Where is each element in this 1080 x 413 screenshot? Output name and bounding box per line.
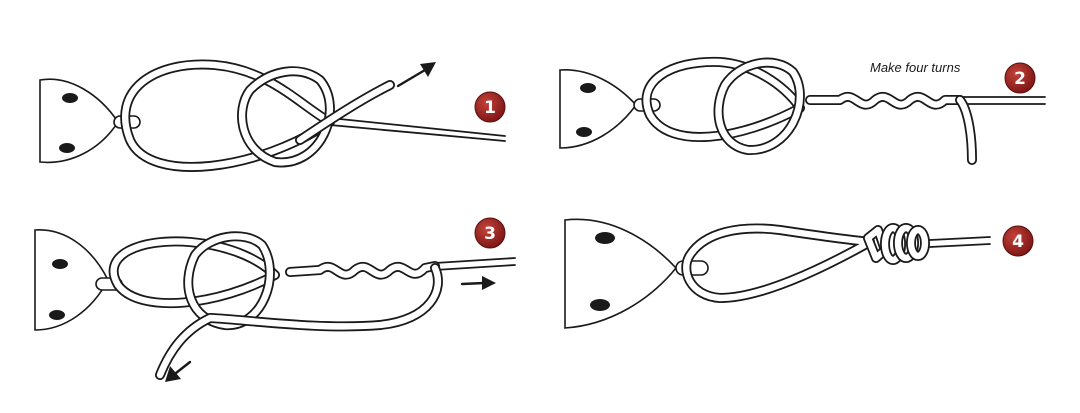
step-4-number: 4 xyxy=(1012,232,1024,252)
lure-body xyxy=(39,78,119,164)
lure-screw xyxy=(580,83,596,93)
fishing-line xyxy=(434,257,516,264)
pull-arrow xyxy=(396,68,427,88)
pull-arrow xyxy=(460,281,486,286)
step-1-badge: 1 xyxy=(474,91,506,123)
fishing-line xyxy=(434,264,516,271)
lure-screw xyxy=(49,310,65,320)
step-3-number: 3 xyxy=(484,224,496,244)
fishing-line xyxy=(329,117,506,137)
lure-screw xyxy=(595,232,615,244)
pull-arrow xyxy=(174,360,192,375)
step-2-caption: Make four turns xyxy=(870,60,961,75)
step-1-panel: 1 xyxy=(39,59,506,172)
step-3-panel: 3 xyxy=(34,217,516,382)
fishing-line xyxy=(329,124,506,142)
lure-screw xyxy=(59,143,75,153)
lure-body xyxy=(559,69,638,149)
step-2-panel: Make four turns 2 xyxy=(559,56,1046,165)
lure-eyelet xyxy=(675,260,709,276)
lure-screw xyxy=(590,299,610,311)
step-4-badge: 4 xyxy=(1002,225,1034,257)
step-1-number: 1 xyxy=(484,98,496,118)
step-4-panel: 4 xyxy=(564,218,1034,329)
lure-screw xyxy=(62,93,78,103)
step-2-number: 2 xyxy=(1014,69,1026,89)
finished-knot xyxy=(863,223,930,265)
pull-arrow-head xyxy=(420,62,436,77)
step-3-badge: 3 xyxy=(474,217,506,249)
lure-body xyxy=(564,218,678,329)
lure-screw xyxy=(52,259,68,269)
step-2-badge: 2 xyxy=(1004,62,1036,94)
pull-arrow-head xyxy=(482,276,496,290)
lure-screw xyxy=(576,127,592,137)
fishing-line xyxy=(929,243,991,248)
pull-arrow-head xyxy=(165,366,181,382)
fishing-line xyxy=(929,236,991,241)
